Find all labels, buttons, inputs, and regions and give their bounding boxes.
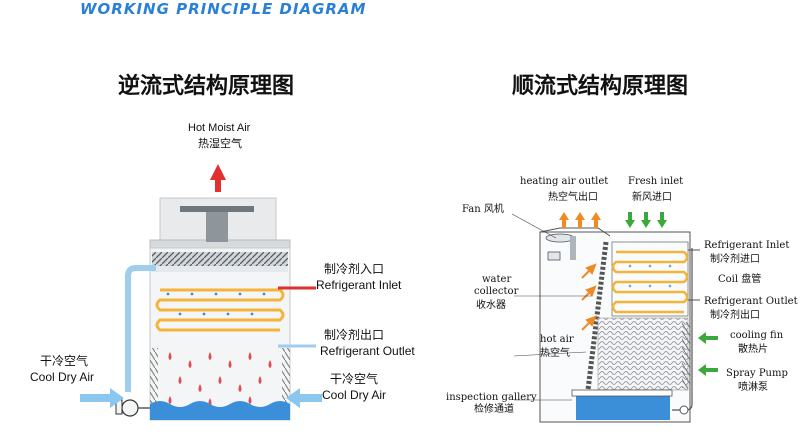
water-collector-en1: water (482, 274, 512, 285)
heating-outlet-arrows (559, 212, 601, 228)
heating-outlet-en: heating air outlet (520, 176, 609, 187)
left-dry-air-cn: 干冷空气 (40, 354, 89, 368)
right-fan-icon (545, 233, 576, 261)
hot-air-cn: 热空气 (540, 348, 570, 359)
fan-icon (180, 206, 254, 242)
air-in-left-arrow (80, 388, 124, 408)
side-inlet-arrows (698, 332, 718, 376)
fresh-inlet-en: Fresh inlet (628, 176, 684, 187)
pump-icon (115, 399, 150, 417)
hot-air-en: hot air (540, 334, 574, 345)
water-collector-cn: 收水器 (476, 300, 506, 311)
water-collector-en2: collector (474, 286, 519, 297)
left-ref-inlet-en: Refrigerant Inlet (316, 278, 402, 292)
exhaust-arrow (210, 164, 226, 192)
spray-pump-cn: 喷淋泵 (738, 382, 768, 393)
heating-outlet-cn: 热空气出口 (548, 192, 598, 203)
right-dry-air-en: Cool Dry Air (322, 388, 387, 402)
counterflow-coil (155, 288, 285, 332)
right-coil (611, 250, 689, 314)
coil-label: Coil 盘管 (718, 274, 762, 285)
left-ref-outlet-cn: 制冷剂出口 (324, 328, 385, 342)
fresh-inlet-arrows (625, 212, 667, 228)
left-ref-outlet-en: Refrigerant Outlet (320, 344, 415, 358)
inspection-cn: 检修通道 (474, 404, 514, 415)
inspection-en: inspection gallery (446, 392, 537, 403)
banner-title: WORKING PRINCIPLE DIAGRAM (80, 0, 367, 18)
cooling-fin-cn: 散热片 (738, 344, 768, 355)
cooling-fin-en: cooling fin (730, 330, 784, 341)
fresh-inlet-cn: 新风进口 (632, 192, 672, 203)
r-ref-inlet-en: Refrigerant Inlet (704, 240, 790, 251)
recirculation-pipe (125, 265, 156, 392)
air-in-right-arrow (286, 388, 322, 408)
hot-moist-air-cn-label: 热湿空气 (198, 138, 242, 150)
r-ref-outlet-en: Refrigerant Outlet (704, 296, 798, 307)
internal-air-arrows (581, 263, 597, 331)
left-ref-inlet-cn: 制冷剂入口 (324, 262, 385, 276)
spray-pump-en: Spray Pump (726, 368, 788, 379)
crossflow-title: 顺流式结构原理图 (512, 74, 689, 99)
r-ref-outlet-cn: 制冷剂出口 (710, 310, 760, 321)
r-ref-inlet-cn: 制冷剂进口 (710, 254, 760, 265)
hot-moist-air-label: Hot Moist Air (188, 122, 251, 134)
counterflow-title: 逆流式结构原理图 (118, 74, 295, 99)
right-dry-air-cn: 干冷空气 (330, 372, 379, 386)
left-dry-air-en: Cool Dry Air (30, 370, 95, 384)
fan-label: Fan 风机 (462, 204, 504, 215)
